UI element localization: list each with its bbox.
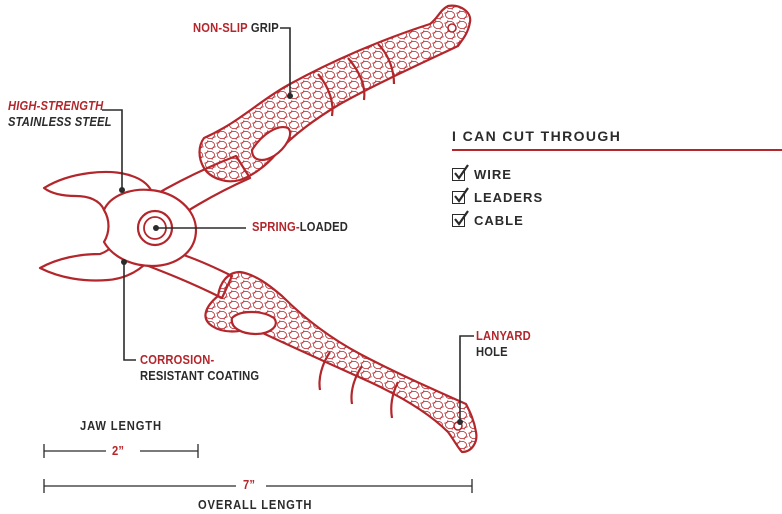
overall-length-title: OVERALL LENGTH: [198, 497, 313, 512]
lower-grip-window: [230, 310, 277, 336]
steel-label-line2a: STAINLESS: [8, 114, 75, 129]
corrosion-label: CORROSION- RESISTANT COATING: [140, 352, 259, 384]
spring-label-accent: SPRING-: [252, 219, 300, 234]
grip-label-rest: GRIP: [247, 20, 279, 35]
jaw-length-value: 2”: [112, 443, 125, 458]
cut-item-label: LEADERS: [474, 189, 544, 205]
spring-leader-dot: [153, 225, 159, 231]
grip-label: NON-SLIP GRIP: [193, 20, 279, 36]
cut-item-cable: CABLE: [452, 209, 524, 229]
grip-leader-dot: [287, 93, 293, 99]
spring-label: SPRING-LOADED: [252, 219, 348, 235]
steel-leader: [102, 109, 123, 188]
lanyard-label-line2: HOLE: [476, 344, 508, 359]
steel-label: HIGH-STRENGTH STAINLESS STEEL: [8, 98, 112, 130]
lanyard-label: LANYARD HOLE: [476, 328, 531, 360]
lanyard-label-line1: LANYARD: [476, 328, 531, 343]
cut-item-label: CABLE: [474, 212, 524, 228]
upper-grip-window: [250, 126, 292, 162]
cut-item-leaders: LEADERS: [452, 186, 544, 206]
cut-through-title: I CAN CUT THROUGH: [452, 128, 622, 144]
jaw-length-title: JAW LENGTH: [80, 418, 162, 433]
overall-length-value: 7”: [243, 477, 256, 492]
lanyard-leader-dot: [457, 419, 463, 425]
upper-lanyard-hole: [447, 23, 457, 33]
cut-through-rule: [452, 149, 782, 151]
checkbox-icon: [452, 209, 469, 227]
grip-label-accent: NON-SLIP: [193, 20, 248, 35]
corrosion-label-line2: RESISTANT COATING: [140, 368, 260, 383]
pliers-illustration: [38, 4, 478, 454]
checkbox-icon: [452, 163, 469, 181]
lanyard-leader: [459, 335, 474, 420]
steel-label-line2b: STEEL: [74, 114, 112, 129]
spring-label-rest: LOADED: [299, 219, 349, 234]
dimension-lines: [43, 444, 473, 493]
cut-item-wire: WIRE: [452, 163, 512, 183]
steel-leader-dot: [119, 187, 125, 193]
corrosion-leader-dot: [121, 259, 127, 265]
grip-leader: [280, 27, 291, 94]
steel-label-line1: HIGH-STRENGTH: [8, 98, 104, 113]
checkbox-icon: [452, 186, 469, 204]
corrosion-label-line1: CORROSION-: [140, 352, 215, 367]
callout-lines: [102, 27, 474, 420]
cut-item-label: WIRE: [474, 166, 512, 182]
corrosion-leader: [123, 262, 136, 361]
